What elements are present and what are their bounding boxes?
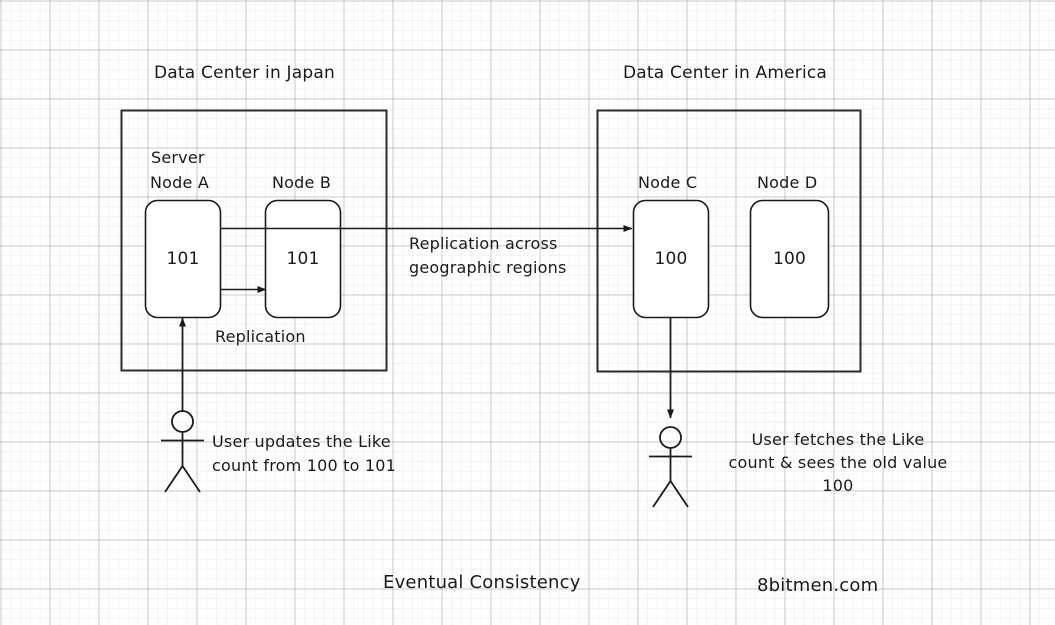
stick-figure-icon-reader	[649, 426, 692, 508]
node-value-c: 100	[654, 249, 688, 269]
writer-caption-line2: count from 100 to 101	[212, 456, 397, 475]
node-value-a: 101	[166, 249, 200, 269]
node-box-c[interactable]	[632, 199, 710, 319]
node-box-b[interactable]	[264, 199, 342, 319]
node-value-b: 101	[286, 249, 320, 269]
datacenter-box-america	[596, 109, 862, 373]
datacenter-box-japan	[120, 109, 388, 372]
reader-caption-line2: count & sees the old value	[728, 453, 948, 472]
node-label-d: Node D	[757, 173, 818, 192]
stick-figure-icon-writer	[161, 410, 204, 493]
geo-replication-label-line2: geographic regions	[409, 258, 567, 277]
diagram-caption: Eventual Consistency	[383, 572, 581, 593]
reader-caption-line3: 100	[822, 476, 854, 495]
watermark: 8bitmen.com	[757, 575, 879, 596]
node-label-a-line1: Server	[151, 148, 205, 167]
writer-caption-line1: User updates the Like	[212, 432, 391, 451]
node-label-b: Node B	[272, 173, 332, 192]
node-label-c: Node C	[638, 173, 698, 192]
node-value-d: 100	[772, 249, 807, 269]
node-label-a-line2: Node A	[150, 173, 209, 192]
datacenter-title-america: Data Center in America	[623, 63, 828, 83]
datacenter-title-japan: Data Center in Japan	[154, 63, 335, 83]
reader-caption-line1: User fetches the Like	[751, 430, 925, 449]
intra-replication-label: Replication	[215, 327, 306, 346]
geo-replication-label-line1: Replication across	[409, 234, 558, 253]
node-box-d[interactable]	[749, 199, 830, 319]
